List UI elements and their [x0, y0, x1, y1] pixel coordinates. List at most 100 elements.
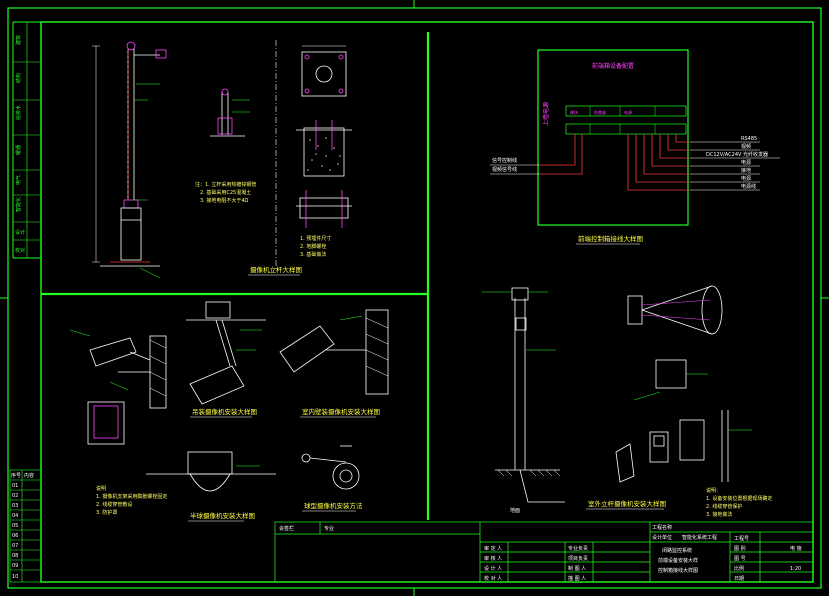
pole-notes: 注：1. 立杆采用热镀锌钢管 2. 基础采用C25混凝土 3. 接地电阻不大于4…	[195, 181, 256, 204]
mount-note-2: 2. 线缆穿管敷设	[96, 501, 132, 508]
tb-field: 日期	[734, 576, 744, 582]
ceiling-mount-diagram	[186, 301, 266, 405]
box-left-1: 视频信号线	[492, 166, 517, 173]
margin-bottom-0: 设计	[15, 229, 25, 236]
mount-notes: 说明 1. 摄像机支架采用膨胀螺栓固定 2. 线缆穿管敷设 3. 防护罩	[96, 485, 167, 516]
margin-label-3: 暖通	[15, 145, 22, 155]
base-note-1: 2. 地脚螺栓	[300, 243, 326, 250]
panel-title-ceiling-mount: 吊装摄像机安装大样图	[192, 407, 257, 416]
bullet-camera-diagram	[627, 285, 723, 335]
tb-role-left: 校 对 人	[484, 575, 502, 582]
rev-row: 10	[12, 574, 18, 580]
box-inner-title: 前端箱设备配置	[592, 62, 634, 70]
right-note-1: 1. 设备安装位置根据现场确定	[706, 495, 772, 502]
equipment-diagrams	[615, 359, 752, 483]
revision-table	[9, 469, 42, 583]
tb-field: 图 号	[734, 556, 746, 562]
tb-top-left: 会签栏	[279, 525, 294, 532]
box-module-0: 模块	[570, 109, 578, 115]
tb-drawing-name-2: 控制箱接线大样图	[658, 567, 698, 574]
left-margin-table	[13, 61, 41, 241]
box-right-4: 接地	[741, 167, 751, 174]
dome-camera-diagram	[301, 445, 360, 490]
wall-mount-diagram	[279, 309, 389, 395]
outdoor-pole-diagram	[482, 287, 565, 503]
tb-role-left: 设 计 人	[484, 565, 502, 572]
embedded-dome-diagram	[146, 451, 276, 492]
mount-note-1: 1. 摄像机支架采用膨胀螺栓固定	[96, 493, 167, 500]
box-right-1: 视频	[741, 143, 751, 150]
margin-label-1: 结构	[15, 73, 22, 83]
rev-row: 05	[12, 523, 18, 529]
base-note-2: 3. 基础做法	[300, 251, 326, 258]
left-margin-labels: 建筑 结构 给排水 暖通 电气 智能化 设计 校对	[15, 35, 25, 254]
ground-hatch	[497, 469, 561, 477]
tb-field: 图 别	[734, 545, 746, 552]
rev-header-0: 序号	[11, 472, 21, 479]
tb-role-mid: 描 图 人	[568, 575, 586, 582]
box-right-2: DC12V/AC24V 光纤收发器	[706, 151, 768, 158]
rev-header-1: 内容	[24, 472, 34, 479]
panel-title-outdoor-pole: 室外立杆摄像机安装大样图	[588, 499, 666, 508]
rev-row: 02	[12, 493, 18, 499]
panel-title-dome-install: 球型摄像机安装方法	[304, 501, 363, 510]
box-left-0: 信号控制线	[492, 157, 517, 164]
rev-row: 08	[12, 553, 18, 559]
pole-note-1: 2. 基础采用C25混凝土	[200, 189, 251, 196]
margin-bottom-1: 校对	[15, 247, 25, 254]
title-block-text: 会签栏 专业 工程名称 设计单位 智能化系统工程 审 定 人 审 核 人 设 计…	[279, 524, 802, 582]
panel-dividers	[41, 32, 430, 520]
box-right-5: 电源	[741, 175, 751, 182]
margin-label-2: 给排水	[15, 105, 22, 120]
box-module-1: 防雷器	[594, 109, 606, 115]
base-plate-diagram	[296, 45, 352, 228]
rev-row: 07	[12, 543, 18, 549]
mount-note-0: 说明	[96, 485, 106, 492]
right-note-3: 3. 接地做法	[706, 511, 732, 518]
tb-project-label: 工程名称	[652, 524, 672, 531]
tb-design-unit: 设计单位	[652, 534, 672, 541]
revision-labels: 序号 内容 01 02 03 04 05 06 07 08 09 10	[11, 472, 34, 580]
panel-title-controller-box: 前端控制箱接线大样图	[578, 234, 643, 243]
right-note-0: 说明：	[706, 487, 721, 494]
box-side-label: 上墙电源	[542, 102, 550, 126]
mount-note-3: 3. 防护罩	[96, 509, 117, 516]
margin-label-5: 智能化	[15, 197, 22, 212]
box-right-6: 电源线	[741, 183, 756, 190]
tb-field: 比例	[734, 565, 744, 572]
tb-role-mid: 制 图 人	[568, 565, 586, 572]
tb-role-mid: 专业负责	[568, 545, 588, 552]
ground-label: 地面	[510, 507, 520, 514]
rev-row: 06	[12, 533, 18, 539]
tb-role-left: 审 核 人	[484, 555, 502, 562]
tb-field: 工程号	[734, 535, 749, 542]
tb-drawing-name-1: 前端设备安装大样	[658, 557, 698, 564]
box-module-2: 电源	[624, 109, 632, 115]
panel-title-wall-mount: 室内壁装摄像机安装大样图	[302, 407, 380, 416]
side-bracket-diagram	[69, 329, 167, 445]
right-note-2: 2. 线缆穿管保护	[706, 503, 742, 510]
tb-project-value: 智能化系统工程	[682, 534, 717, 541]
foundation-hatch	[307, 137, 341, 171]
base-note-0: 1. 预埋件尺寸	[300, 235, 331, 242]
margin-label-4: 电气	[15, 175, 22, 185]
margin-label-0: 建筑	[15, 35, 22, 45]
base-notes: 1. 预埋件尺寸 2. 地脚螺栓 3. 基础做法	[300, 235, 331, 258]
right-notes: 说明： 1. 设备安装位置根据现场确定 2. 线缆穿管保护 3. 接地做法	[706, 487, 772, 518]
panel-title-embedded-mount: 半球摄像机安装大样图	[190, 511, 255, 520]
panel-title-camera-pole: 摄像机立杆大样图	[250, 265, 302, 274]
pole-note-0: 注：1. 立杆采用热镀锌钢管	[195, 181, 256, 188]
box-right-0: RS485	[741, 136, 757, 142]
tb-role-mid: 项目负责	[568, 555, 588, 562]
rev-row: 03	[12, 503, 18, 509]
tb-drawing-name-0: 闭路监控系统	[662, 547, 692, 554]
title-block-lines	[274, 521, 814, 583]
rev-row: 04	[12, 513, 18, 519]
box-right-3: 电源	[741, 159, 751, 166]
camera-pole-diagram	[92, 41, 167, 279]
controller-box-diagram	[490, 49, 780, 226]
tb-role-left: 审 定 人	[484, 545, 502, 552]
tb-top-mid: 专业	[324, 525, 334, 532]
rev-row: 01	[12, 483, 18, 489]
